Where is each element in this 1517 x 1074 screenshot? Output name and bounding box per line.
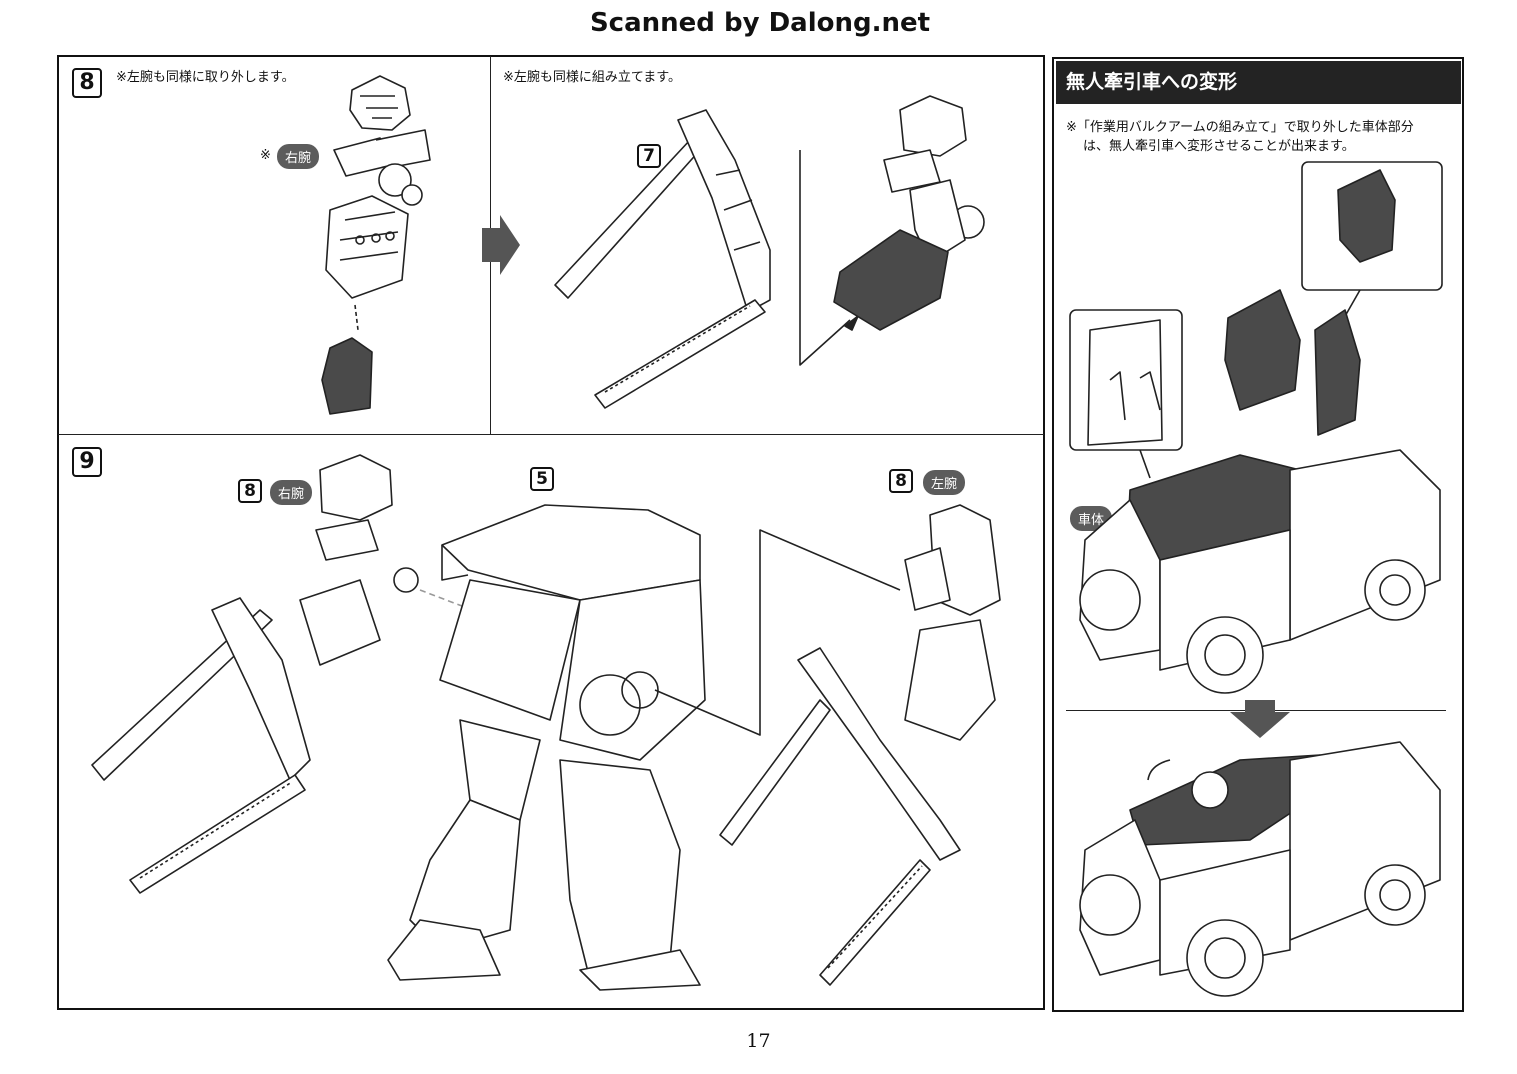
transform-note-line2: は、無人牽引車へ変形させることが出来ます。 [1083,139,1355,154]
page-number: 17 [746,1030,771,1052]
watermark: Scanned by Dalong.net [589,8,931,38]
ref-step-8-left: 8 [889,469,913,493]
step-8-note-assemble: ※左腕も同様に組み立てます。 [503,70,681,85]
transform-note-line1: ※「作業用バルクアームの組み立て」で取り外した車体部分 [1066,120,1414,135]
ref-step-8-right: 8 [238,479,262,503]
transform-title: 無人牽引車への変形 [1056,61,1461,104]
transform-note: ※「作業用バルクアームの組み立て」で取り外した車体部分 は、無人牽引車へ変形させ… [1066,118,1456,156]
right-arm-forklift-illustration [91,454,531,894]
arm-removal-illustration [321,75,431,415]
ref-left-arm-label: 左腕 [923,470,966,495]
vehicle-transformed-illustration [1079,741,1441,997]
step-9-number: 9 [72,447,102,477]
step-divider [58,434,1044,435]
ref-right-arm-label: 右腕 [270,480,313,505]
ref-step-5: 5 [530,467,554,491]
vehicle-top-illustration [1069,161,1443,694]
forklift-part-illustration [554,109,771,409]
left-arm-forklift-illustration [719,504,1001,986]
right-arm-label: 右腕 [277,144,320,169]
callout-mark: ※ [260,148,271,163]
ref-step-7: 7 [637,144,661,168]
step-8-number: 8 [72,68,102,98]
assembled-arm-illustration [833,95,985,331]
body-illustration [387,504,901,991]
step-8-note-remove: ※左腕も同様に取り外します。 [116,70,295,85]
